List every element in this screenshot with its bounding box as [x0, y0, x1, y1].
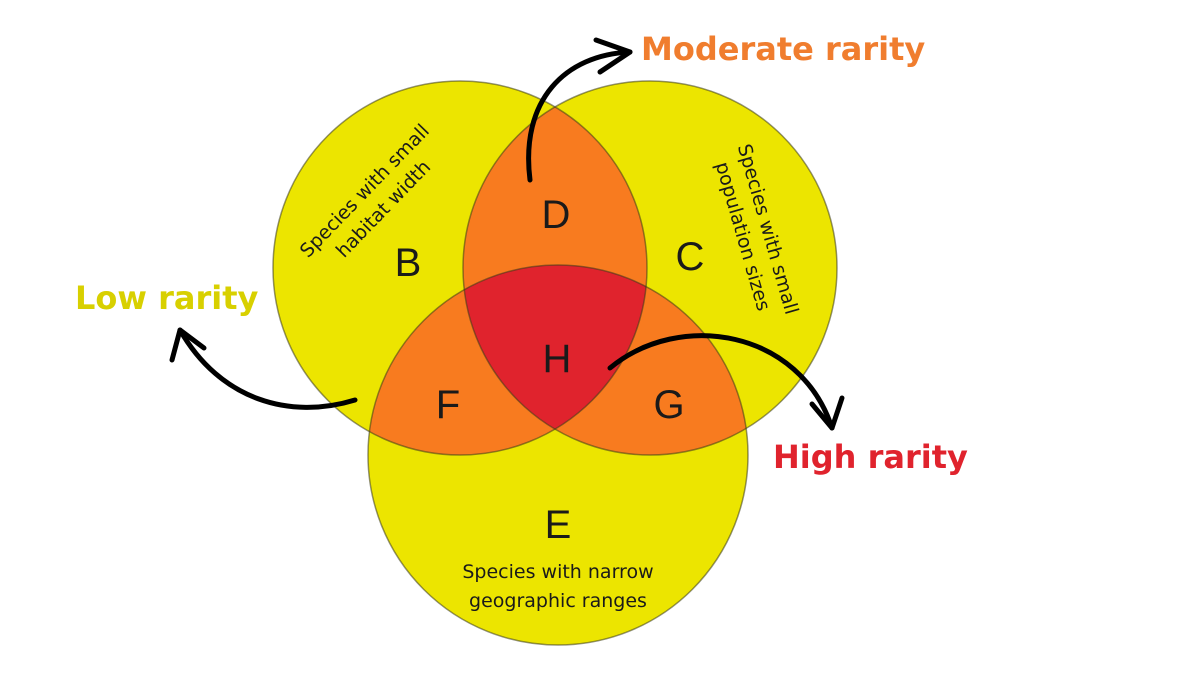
label-moderate-rarity: Moderate rarity — [641, 30, 925, 68]
set-label-geographic-line1: Species with narrow — [462, 561, 653, 583]
outline-habitat — [272, 80, 648, 456]
region-label-c: C — [676, 235, 705, 279]
region-label-g: G — [653, 383, 684, 427]
outline-population — [462, 80, 838, 456]
region-label-h: H — [543, 337, 572, 381]
region-g-intersection — [463, 265, 748, 455]
region-label-b: B — [395, 241, 422, 285]
region-f-intersection — [368, 265, 647, 455]
arrow-high-rarity — [607, 333, 845, 431]
label-low-rarity: Low rarity — [75, 279, 259, 317]
region-label-d: D — [542, 193, 571, 237]
outline-geographic — [367, 264, 749, 646]
region-label-f: F — [436, 383, 460, 427]
region-label-e: E — [545, 503, 572, 547]
set-label-geographic-line2: geographic ranges — [469, 590, 647, 612]
label-high-rarity: High rarity — [773, 438, 968, 476]
arrow-low-rarity — [169, 327, 358, 410]
arrow-moderate-rarity — [526, 37, 633, 183]
